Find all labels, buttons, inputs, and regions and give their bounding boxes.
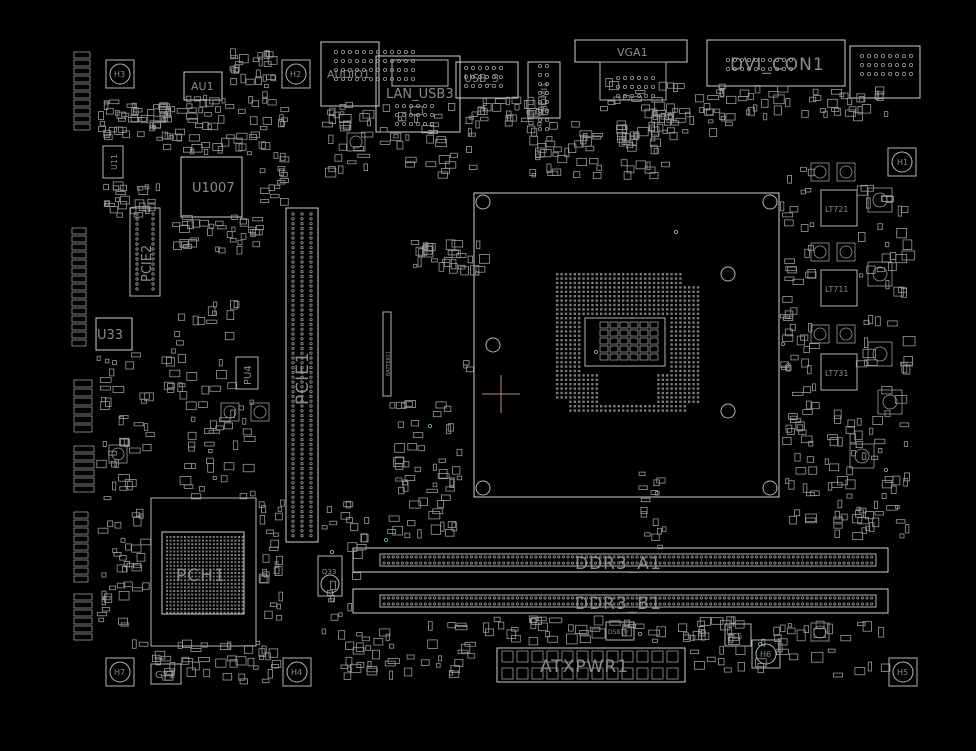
u33-chip: U33 — [95, 317, 133, 351]
pcie2-label: PCIE2 — [140, 245, 155, 282]
lt711-inductor: LT711 — [820, 269, 858, 307]
pu4-label: PU4 — [243, 365, 254, 385]
pcie2-slot: PCIE2 — [129, 207, 161, 297]
svg-text:H7: H7 — [114, 668, 125, 677]
hole-h7: H7 — [105, 657, 135, 687]
u33-label: U33 — [97, 328, 123, 343]
cpu-socket — [473, 192, 780, 498]
q33-component: Q33 — [317, 555, 343, 597]
hole-h5: H5 — [888, 657, 918, 687]
u11-label: U11 — [110, 154, 119, 170]
svg-text:H1: H1 — [897, 158, 908, 167]
ddr3-b1-slot: DDR3_B1 — [352, 588, 889, 614]
lt721-label: LT721 — [825, 205, 849, 214]
audio1-label: AUDIO1 — [327, 68, 370, 81]
pu4-chip: PU4 — [235, 356, 259, 390]
pch1-label: PCH1 — [176, 566, 226, 586]
dvi-label: DVI_CON1 — [730, 55, 825, 75]
usb-top-connector: USB_3 — [455, 61, 519, 99]
vga-connector: VGA1 — [574, 39, 688, 101]
u11-chip: U11 — [102, 145, 124, 179]
vga-label: VGA1 — [617, 46, 648, 59]
battery-holder: BATTERY1 — [382, 311, 392, 397]
hole-h3: H3 — [105, 59, 135, 89]
hole-h1: H1 — [887, 147, 917, 177]
cpu-center-cap — [584, 317, 666, 367]
lt711-label: LT711 — [825, 285, 849, 294]
audio1-connector: AUDIO1 — [320, 41, 380, 107]
mounting-holes: H1 H2 H3 H4 H5 H6 H7 — [105, 59, 918, 687]
atx-power-connector: ATXPWR1 — [496, 647, 686, 683]
hole-h4: H4 — [282, 657, 312, 687]
ddr3-a1-slot: DDR3_A1 — [352, 547, 889, 574]
lt721-inductor: LT721 — [820, 189, 858, 227]
pcie1-label: PCIE1 — [293, 351, 313, 405]
lt731-label: LT731 — [825, 369, 849, 378]
lan-usb-label: LAN_USB3 — [386, 87, 454, 102]
small-components — [71, 48, 916, 685]
hole-h2: H2 — [281, 59, 311, 89]
svg-text:H5: H5 — [897, 668, 908, 677]
pcie1-slot: PCIE1 — [285, 207, 319, 543]
battery-label: BATTERY1 — [386, 351, 392, 376]
hdmi-connector: HDMI1 — [527, 61, 561, 119]
svg-text:H4: H4 — [291, 668, 302, 677]
cpu-pin-grid — [556, 273, 700, 412]
accent-vias — [329, 229, 889, 647]
au1-chip: AU1 — [183, 71, 223, 101]
usb-right-connector — [849, 45, 921, 99]
ddr3-b1-label: DDR3_B1 — [575, 594, 662, 614]
lan-usb-connector: LAN_USB3 — [375, 55, 461, 133]
au1-label: AU1 — [191, 80, 214, 93]
pl5-label: PL5 — [728, 632, 742, 641]
svg-text:H6: H6 — [760, 650, 771, 659]
svg-text:H2: H2 — [290, 70, 301, 79]
ds810-label: DS810 — [608, 629, 628, 636]
ddr3-a1-label: DDR3_A1 — [575, 554, 662, 574]
u1007-label: U1007 — [192, 181, 235, 196]
pch-chip: PCH1 — [150, 497, 257, 647]
q33-label: Q33 — [322, 568, 336, 576]
svg-text:H3: H3 — [114, 70, 125, 79]
dvi-connector: DVI_CON1 — [706, 39, 846, 87]
lt731-inductor: LT731 — [820, 353, 858, 391]
atxpwr1-label: ATXPWR1 — [540, 657, 629, 677]
u1007-chip: U1007 — [180, 156, 243, 218]
